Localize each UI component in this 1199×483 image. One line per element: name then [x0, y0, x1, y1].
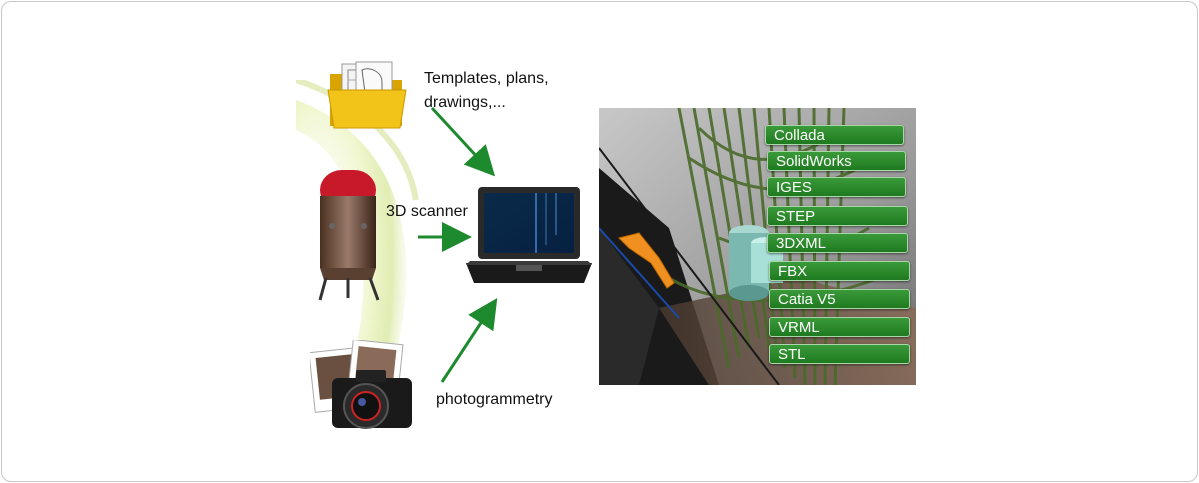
format-item-step: STEP — [767, 206, 908, 226]
arrow-templates-to-laptop — [430, 106, 496, 177]
scanner-label: 3D scanner — [386, 203, 468, 220]
format-item-solidworks: SolidWorks — [767, 151, 906, 171]
camera-icon — [310, 340, 412, 429]
format-item-vrml: VRML — [769, 317, 910, 337]
format-list: Collada SolidWorks IGES STEP 3DXML FBX C… — [599, 108, 916, 385]
format-item-collada: Collada — [765, 125, 904, 145]
laptop-icon — [466, 187, 592, 283]
templates-label-line1: Templates, plans, — [424, 70, 549, 87]
photogrammetry-label: photogrammetry — [436, 391, 553, 408]
format-item-catia-v5: Catia V5 — [769, 289, 910, 309]
tank-icon — [318, 170, 380, 301]
format-item-fbx: FBX — [769, 261, 910, 281]
format-item-stl: STL — [769, 344, 910, 364]
format-item-iges: IGES — [767, 177, 906, 197]
format-item-3dxml: 3DXML — [767, 233, 908, 253]
scene-3d-image: Collada SolidWorks IGES STEP 3DXML FBX C… — [599, 108, 916, 385]
folder-icon — [327, 61, 407, 129]
arrow-photo-to-laptop — [440, 297, 498, 383]
templates-label-line2: drawings,... — [424, 94, 506, 111]
templates-label: Templates, plans, drawings,... — [424, 67, 549, 115]
